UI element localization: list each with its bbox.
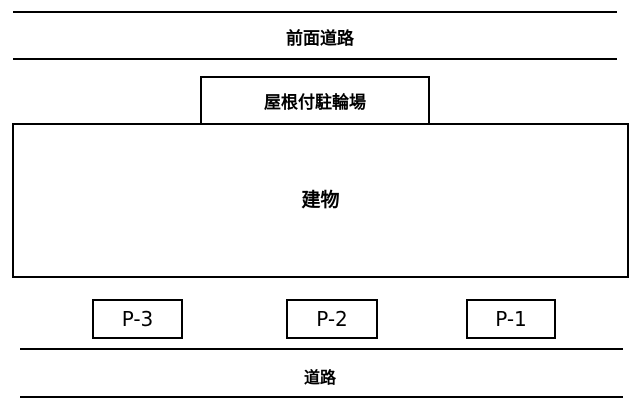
parking-space-p1: P-1 — [466, 299, 556, 339]
front-road-bottom-edge — [13, 58, 617, 60]
bicycle-parking-label: 屋根付駐輪場 — [264, 93, 366, 113]
bicycle-parking: 屋根付駐輪場 — [200, 76, 430, 125]
front-road-top-edge — [13, 11, 617, 13]
rear-road-label: 道路 — [303, 368, 336, 387]
building-label: 建物 — [301, 189, 340, 211]
parking-space-p3: P-3 — [92, 299, 183, 339]
parking-space-label: P-1 — [495, 307, 527, 331]
rear-road-bottom-edge — [20, 396, 623, 398]
parking-space-label: P-3 — [121, 307, 154, 331]
rear-road-top-edge — [20, 348, 623, 350]
parking-space-p2: P-2 — [286, 299, 378, 339]
front-road-label: 前面道路 — [286, 29, 354, 49]
parking-space-label: P-2 — [316, 307, 348, 331]
building: 建物 — [12, 123, 629, 278]
